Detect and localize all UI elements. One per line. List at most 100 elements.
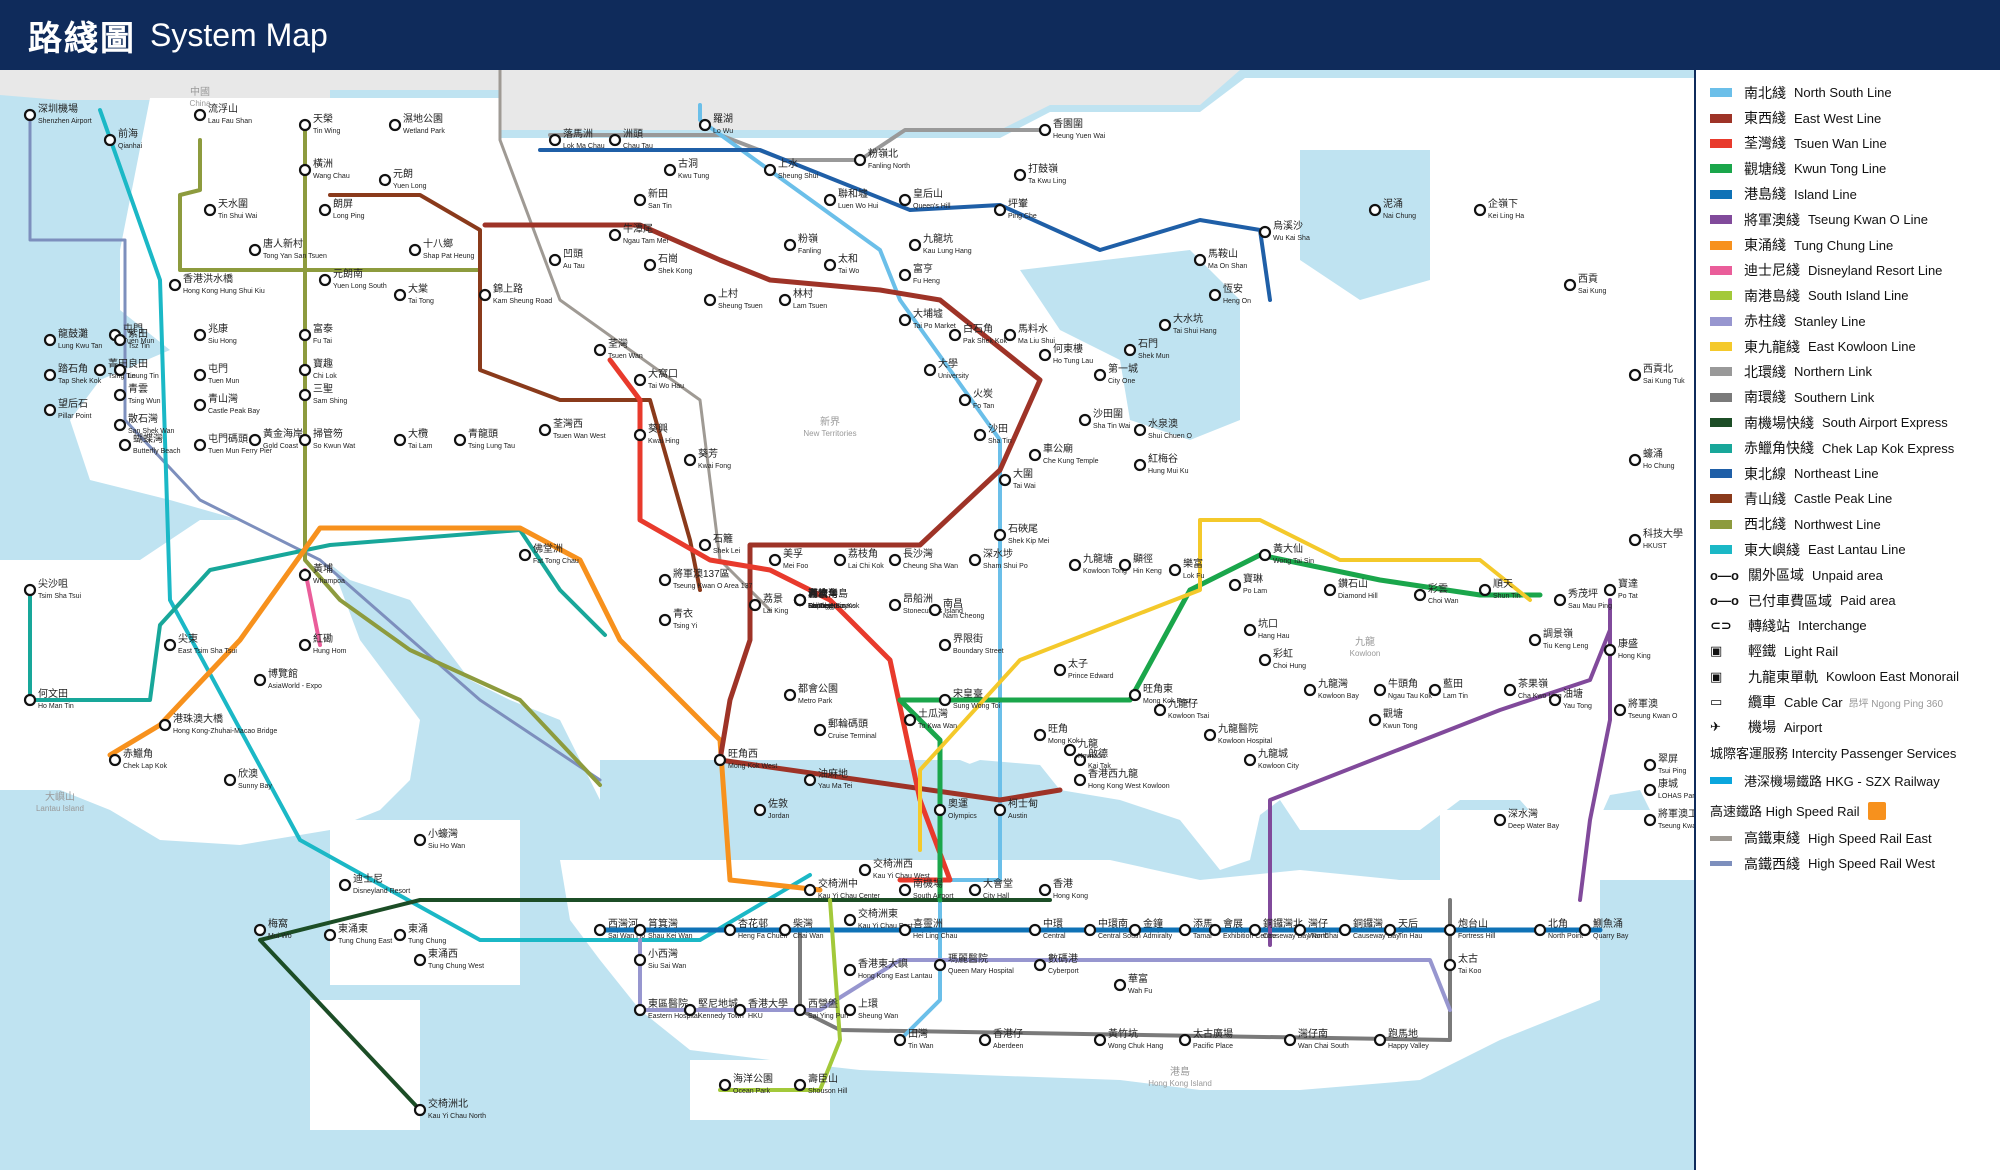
station-marker[interactable]	[1033, 958, 1047, 972]
station-marker[interactable]	[698, 118, 712, 132]
station-marker[interactable]	[783, 688, 797, 702]
station-marker[interactable]	[993, 203, 1007, 217]
station-marker[interactable]	[633, 373, 647, 387]
station-marker[interactable]	[993, 528, 1007, 542]
station-marker[interactable]	[1248, 923, 1262, 937]
station-marker[interactable]	[1283, 1033, 1297, 1047]
station-marker[interactable]	[898, 193, 912, 207]
station-marker[interactable]	[413, 833, 427, 847]
station-marker[interactable]	[1338, 923, 1352, 937]
station-marker[interactable]	[298, 363, 312, 377]
station-marker[interactable]	[1643, 758, 1657, 772]
station-marker[interactable]	[718, 1078, 732, 1092]
station-marker[interactable]	[338, 878, 352, 892]
station-marker[interactable]	[323, 928, 337, 942]
station-marker[interactable]	[993, 803, 1007, 817]
station-marker[interactable]	[113, 418, 127, 432]
station-marker[interactable]	[1178, 1033, 1192, 1047]
station-marker[interactable]	[318, 203, 332, 217]
station-marker[interactable]	[1243, 623, 1257, 637]
station-marker[interactable]	[1443, 923, 1457, 937]
station-marker[interactable]	[723, 923, 737, 937]
station-marker[interactable]	[43, 403, 57, 417]
station-marker[interactable]	[1368, 713, 1382, 727]
station-marker[interactable]	[193, 438, 207, 452]
station-marker[interactable]	[43, 333, 57, 347]
station-marker[interactable]	[1203, 728, 1217, 742]
station-marker[interactable]	[843, 963, 857, 977]
station-marker[interactable]	[1243, 753, 1257, 767]
station-marker[interactable]	[413, 1103, 427, 1117]
station-marker[interactable]	[1293, 923, 1307, 937]
station-marker[interactable]	[1073, 753, 1087, 767]
station-marker[interactable]	[858, 863, 872, 877]
station-marker[interactable]	[1153, 703, 1167, 717]
station-marker[interactable]	[633, 193, 647, 207]
station-marker[interactable]	[113, 388, 127, 402]
station-marker[interactable]	[1303, 683, 1317, 697]
station-marker[interactable]	[938, 693, 952, 707]
station-marker[interactable]	[1323, 583, 1337, 597]
station-marker[interactable]	[833, 553, 847, 567]
station-marker[interactable]	[683, 453, 697, 467]
station-marker[interactable]	[1548, 693, 1562, 707]
station-marker[interactable]	[1473, 203, 1487, 217]
station-marker[interactable]	[253, 673, 267, 687]
station-marker[interactable]	[928, 603, 942, 617]
station-marker[interactable]	[478, 288, 492, 302]
station-marker[interactable]	[608, 133, 622, 147]
station-marker[interactable]	[223, 773, 237, 787]
station-marker[interactable]	[753, 803, 767, 817]
station-marker[interactable]	[803, 773, 817, 787]
station-marker[interactable]	[43, 368, 57, 382]
station-marker[interactable]	[248, 243, 262, 257]
station-marker[interactable]	[93, 363, 107, 377]
station-marker[interactable]	[113, 333, 127, 347]
station-marker[interactable]	[1563, 278, 1577, 292]
